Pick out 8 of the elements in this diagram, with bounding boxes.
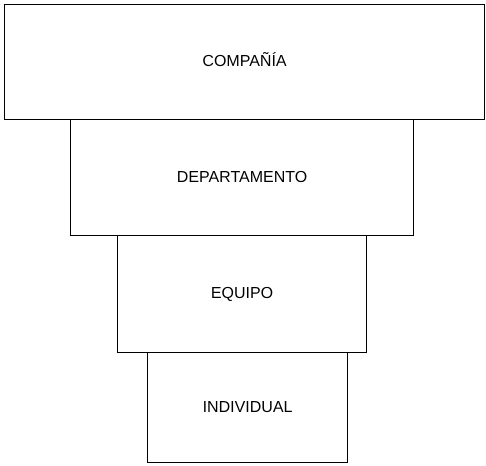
level-box xyxy=(117,235,367,353)
level-box xyxy=(147,352,348,463)
level-label: DEPARTAMENTO xyxy=(176,168,308,186)
level-box xyxy=(70,119,414,236)
level-label: INDIVIDUAL xyxy=(202,398,292,416)
level-label: COMPAÑÍA xyxy=(202,53,287,71)
level-label: EQUIPO xyxy=(210,285,274,303)
level-box xyxy=(4,4,485,120)
